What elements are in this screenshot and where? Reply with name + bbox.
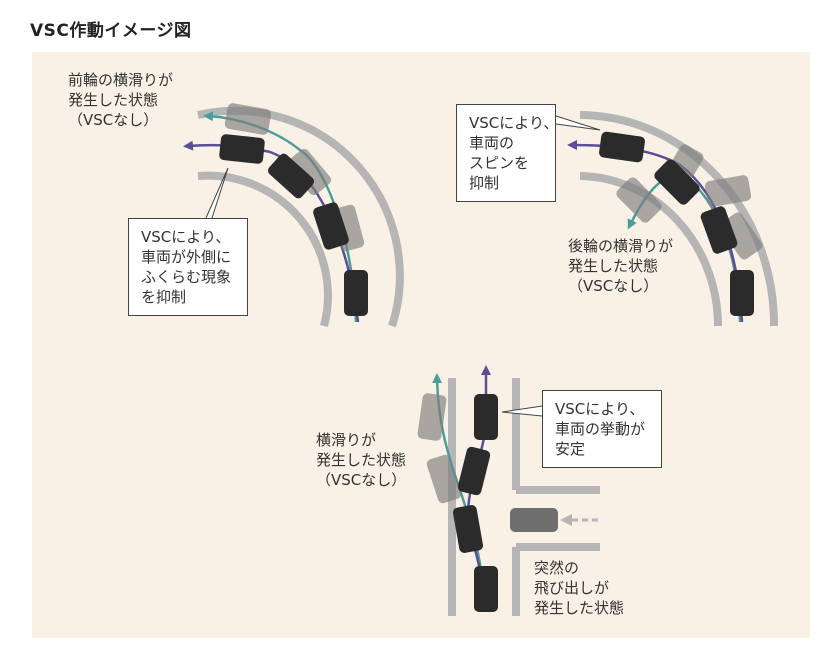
callout-pointer bbox=[205, 167, 229, 219]
scene-oversteer bbox=[567, 111, 779, 327]
page-title: VSC作動イメージ図 bbox=[30, 21, 192, 41]
label-line: 発生した状態 bbox=[316, 451, 407, 469]
ghost-car bbox=[616, 144, 763, 260]
without-vsc-label: 後輪の横滑りが 発生した状態 （VSCなし） bbox=[568, 236, 673, 296]
car bbox=[219, 134, 368, 316]
callout-line: 安定 bbox=[555, 440, 586, 458]
callout-pointer bbox=[501, 405, 543, 417]
callout-line: 車両が外側に bbox=[141, 248, 232, 266]
vsc-callout: VSCにより、 車両の スピンを 抑制 bbox=[456, 104, 559, 202]
label-line: （VSCなし） bbox=[316, 471, 407, 489]
label-line: 発生した状態 bbox=[68, 91, 159, 109]
road-curve bbox=[579, 111, 779, 327]
ghost-car bbox=[417, 393, 462, 504]
car bbox=[452, 394, 498, 612]
callout-line: ふくらむ現象 bbox=[141, 268, 232, 286]
event-label: 突然の 飛び出しが 発生した状態 bbox=[534, 558, 624, 618]
obstacle-car bbox=[510, 508, 558, 532]
callout-line: スピンを bbox=[469, 154, 530, 172]
callout-line: 車両の挙動が bbox=[555, 420, 646, 438]
label-line: （VSCなし） bbox=[568, 277, 659, 295]
callout-line: VSCにより、 bbox=[141, 228, 231, 246]
scene-understeer bbox=[183, 103, 404, 328]
callout-pointer bbox=[555, 115, 601, 131]
label-line: 突然の bbox=[534, 559, 580, 577]
label-line: （VSCなし） bbox=[68, 111, 159, 129]
callout-line: 抑制 bbox=[469, 174, 500, 192]
label-line: 後輪の横滑りが bbox=[568, 237, 674, 255]
vsc-callout: VSCにより、 車両の挙動が 安定 bbox=[542, 390, 662, 468]
without-vsc-label: 横滑りが 発生した状態 （VSCなし） bbox=[316, 430, 406, 490]
scene-obstacle bbox=[417, 365, 600, 616]
callout-line: 車両の bbox=[469, 134, 515, 152]
callout-line: VSCにより、 bbox=[555, 400, 645, 418]
label-line: 飛び出しが bbox=[534, 579, 610, 597]
without-vsc-label: 前輪の横滑りが 発生した状態 （VSCなし） bbox=[68, 70, 173, 130]
label-line: 前輪の横滑りが bbox=[68, 71, 174, 89]
car bbox=[599, 131, 754, 316]
callout-line: を抑制 bbox=[141, 288, 187, 306]
callout-line: VSCにより、 bbox=[469, 114, 559, 132]
vsc-callout: VSCにより、 車両が外側に ふくらむ現象 を抑制 bbox=[128, 218, 248, 316]
label-line: 発生した状態 bbox=[534, 599, 625, 617]
label-line: 発生した状態 bbox=[568, 257, 659, 275]
label-line: 横滑りが bbox=[316, 431, 377, 449]
